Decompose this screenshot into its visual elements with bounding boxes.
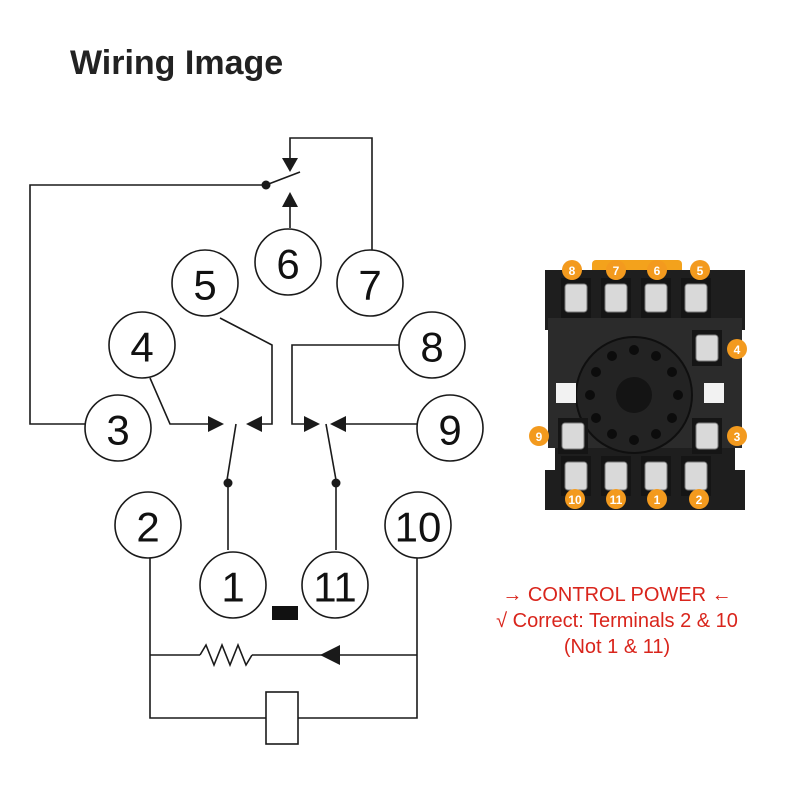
wire-8 <box>291 344 400 425</box>
svg-text:1: 1 <box>654 493 661 507</box>
terminal-label: 5 <box>193 262 216 309</box>
terminal-8: 8 <box>398 311 466 379</box>
terminal-11: 11 <box>301 551 369 619</box>
svg-text:8: 8 <box>569 264 576 278</box>
note-heading: → CONTROL POWER ← <box>502 584 732 606</box>
svg-text:7: 7 <box>613 264 620 278</box>
relay-socket: 8 7 6 5 4 9 3 10 11 1 2 <box>529 260 747 510</box>
page-title: Wiring Image <box>70 44 284 82</box>
terminal-2: 2 <box>114 491 182 559</box>
badge-2: 2 <box>689 489 709 509</box>
terminal-label: 4 <box>130 324 153 371</box>
junction-dot <box>261 180 271 190</box>
terminal-label: 2 <box>136 504 159 551</box>
terminal-label: 8 <box>420 324 443 371</box>
control-power-note: → CONTROL POWER ← √ Correct: Terminals 2… <box>452 582 782 660</box>
svg-text:11: 11 <box>610 493 623 507</box>
arrow-right-icon <box>208 416 224 432</box>
svg-text:9: 9 <box>536 430 543 444</box>
note-correct-terminals: √ Correct: Terminals 2 & 10 <box>496 610 738 632</box>
wire-7-switch <box>289 137 373 250</box>
relay-coil <box>265 691 299 745</box>
arrow-left-icon <box>320 645 340 665</box>
badge-9: 9 <box>529 426 549 446</box>
terminal-7: 7 <box>336 249 404 317</box>
terminal-6: 6 <box>254 228 322 296</box>
terminal-label: 7 <box>358 262 381 309</box>
arrow-left-icon <box>246 416 262 432</box>
top-switch-blade <box>265 171 301 186</box>
pin-holes <box>585 345 683 445</box>
terminal-label: 11 <box>313 564 357 611</box>
badge-3: 3 <box>727 426 747 446</box>
wire-2-coil <box>149 558 268 719</box>
side-screws <box>558 330 722 454</box>
terminal-label: 10 <box>395 504 442 551</box>
wire-4 <box>149 377 212 425</box>
badge-11: 11 <box>606 489 626 509</box>
center-key <box>616 377 652 413</box>
left-blade <box>226 423 237 481</box>
terminal-9: 9 <box>416 394 484 462</box>
svg-text:3: 3 <box>734 430 741 444</box>
badge-10: 10 <box>565 489 585 509</box>
terminal-5: 5 <box>171 249 239 317</box>
terminal-label: 3 <box>106 407 129 454</box>
terminal-label: 9 <box>438 407 461 454</box>
terminal-label: 6 <box>276 241 299 288</box>
arrow-right-icon <box>304 416 320 432</box>
right-blade <box>325 423 337 481</box>
badge-5: 5 <box>690 260 710 280</box>
badge-1: 1 <box>647 489 667 509</box>
svg-text:4: 4 <box>734 343 741 357</box>
top-screw-row <box>561 278 711 318</box>
wire-5 <box>219 317 273 425</box>
badge-7: 7 <box>606 260 626 280</box>
badge-8: 8 <box>562 260 582 280</box>
terminal-label: 1 <box>221 564 244 611</box>
mount-slot <box>704 383 724 403</box>
coil-marker <box>272 606 298 620</box>
svg-text:10: 10 <box>568 493 582 507</box>
arrow-up-icon <box>282 192 298 207</box>
terminal-4: 4 <box>108 311 176 379</box>
svg-text:5: 5 <box>697 264 704 278</box>
terminal-1: 1 <box>199 551 267 619</box>
terminal-10: 10 <box>384 491 452 559</box>
mount-slot <box>556 383 576 403</box>
junction-dot <box>223 478 233 488</box>
note-not-terminals: (Not 1 & 11) <box>563 636 671 658</box>
svg-text:6: 6 <box>654 264 661 278</box>
arrow-down-icon <box>282 158 298 172</box>
wiring-lines <box>29 137 418 719</box>
junction-dot <box>331 478 341 488</box>
svg-text:2: 2 <box>696 493 703 507</box>
terminal-3: 3 <box>84 394 152 462</box>
resistor-zigzag <box>199 642 253 668</box>
arrow-left-icon <box>330 416 346 432</box>
wire-10-coil <box>296 558 418 719</box>
badge-6: 6 <box>647 260 667 280</box>
wire-3-switch <box>29 184 266 425</box>
badge-4: 4 <box>727 339 747 359</box>
